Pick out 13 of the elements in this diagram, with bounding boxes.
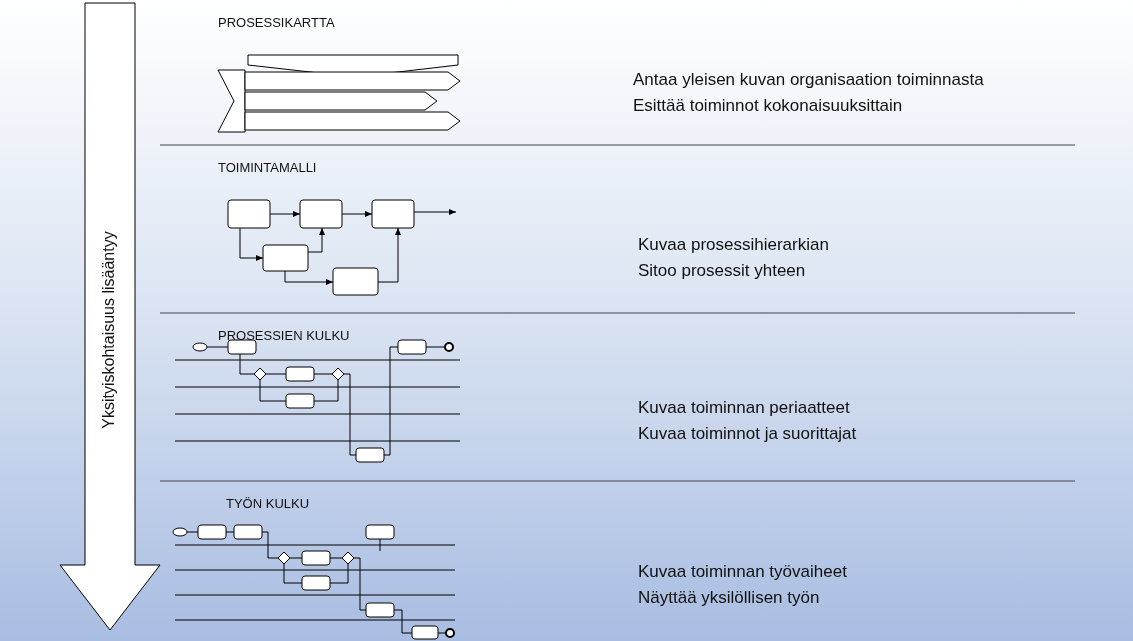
section-title: PROSESSIKARTTA [218,15,335,30]
description-text: Kuvaa toiminnot ja suorittajat [638,424,857,444]
description-text: Kuvaa toiminnan periaatteet [638,398,850,418]
section-title: TOIMINTAMALLI [218,160,317,175]
description-text: Antaa yleisen kuvan organisaation toiminnasta [633,70,984,90]
description-text: Kuvaa toiminnan työvaiheet [638,562,847,582]
description-text: Kuvaa prosessihierarkian [638,235,829,255]
section-title: TYÖN KULKU [226,496,310,511]
section-title: PROSESSIEN KULKU [218,328,350,343]
description-text: Sitoo prosessit yhteen [638,261,806,281]
axis-label: Yksityiskohtaisuus lisääntyy [100,231,118,429]
description-text: Esittää toiminnot kokonaisuuksittain [633,96,903,116]
description-text: Näyttää yksilöllisen työn [638,588,820,608]
